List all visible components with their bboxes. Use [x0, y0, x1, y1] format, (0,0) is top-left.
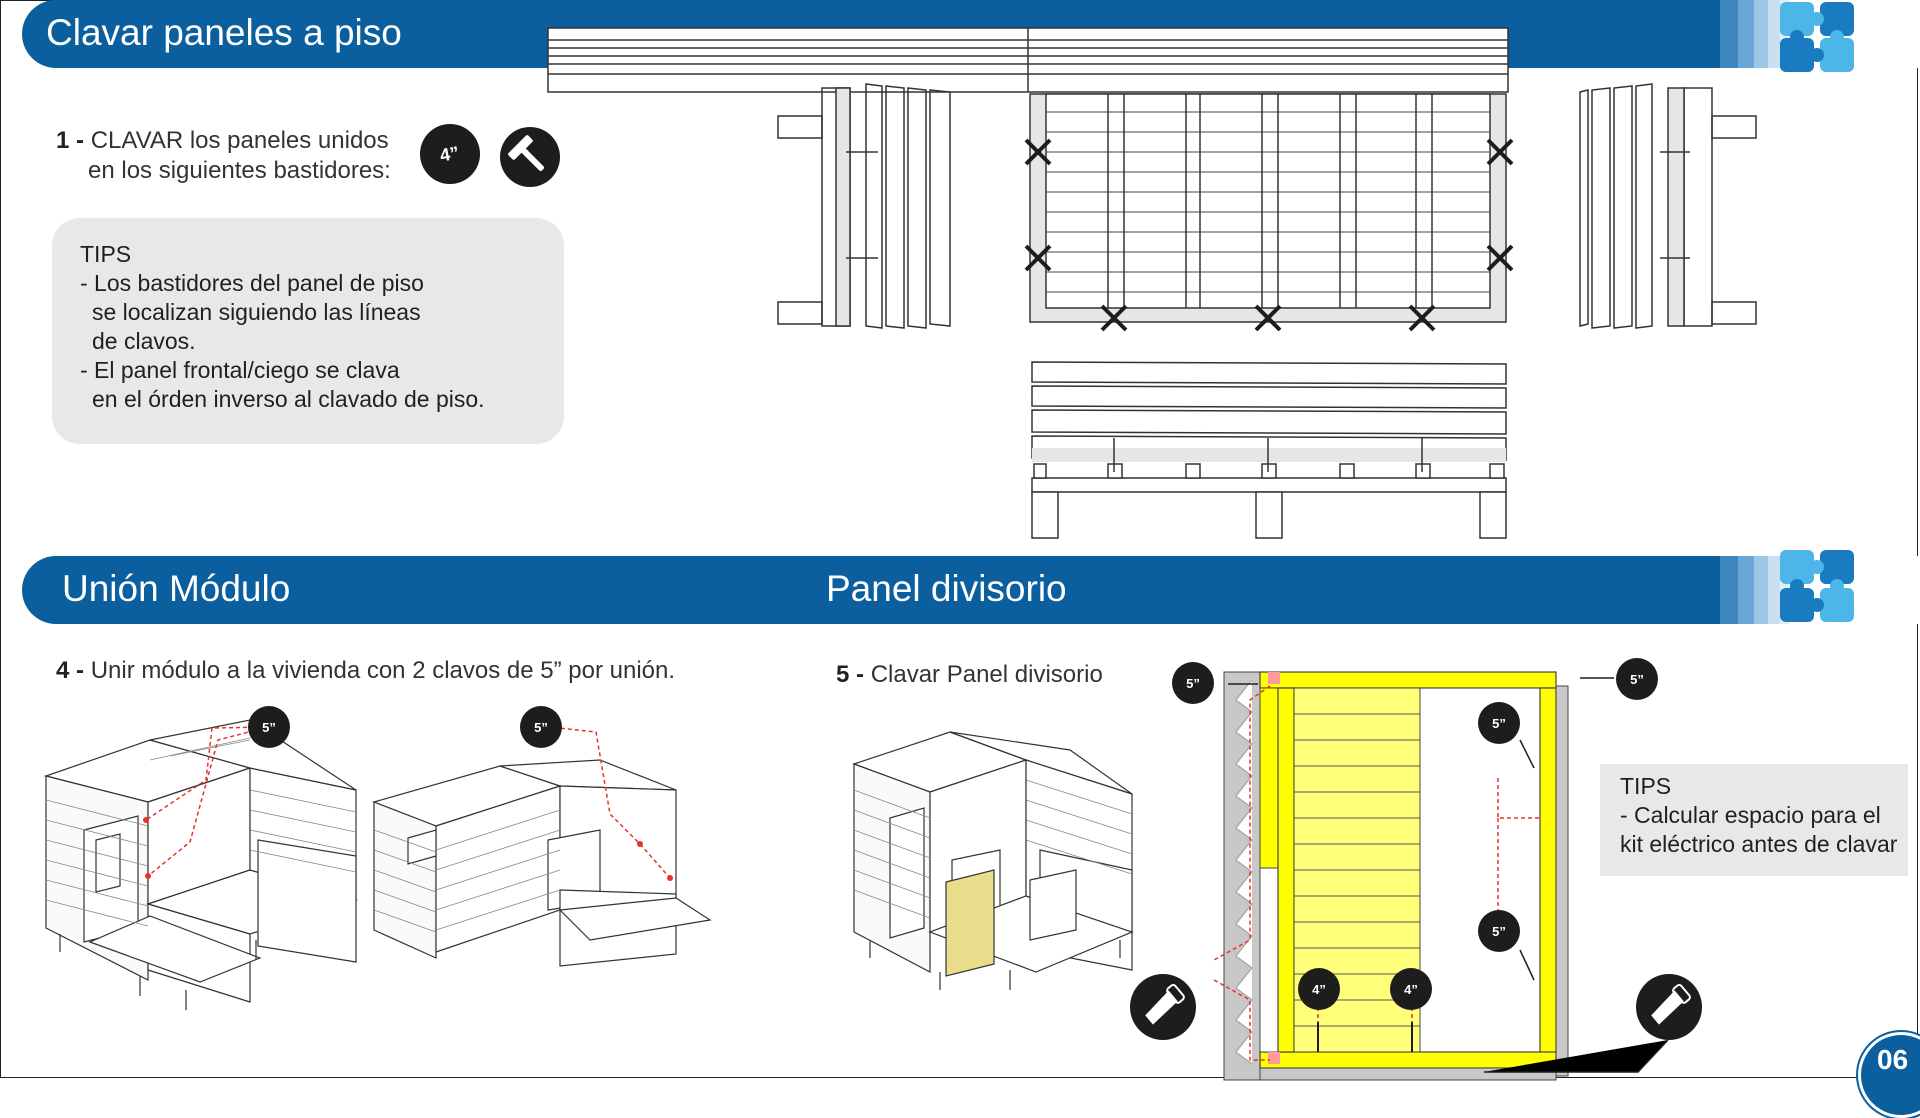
- saw-icon-right: [1636, 974, 1702, 1040]
- step-4: 4 - Unir módulo a la vivienda con 2 clav…: [56, 656, 675, 686]
- plan-nail-4-badge-1: 4”: [1298, 968, 1340, 1010]
- step-5-number: 5 -: [836, 661, 865, 688]
- nail-x-marks: [1024, 138, 1514, 332]
- tips-1-line: se localizan siguiendo las líneas: [92, 299, 421, 325]
- step-1-text: CLAVAR los paneles unidos: [90, 127, 389, 154]
- tips-2-line: kit eléctrico antes de clavar: [1620, 831, 1898, 857]
- step-1-line1: 1 - CLAVAR los paneles unidos: [56, 126, 389, 156]
- nail-5-label: 5”: [534, 719, 548, 735]
- header-bar-bottom: Unión Módulo Panel divisorio: [22, 556, 1762, 624]
- nail-5-badge-a: 5”: [248, 706, 290, 748]
- tips-box-2: TIPS - Calcular espacio para el kit eléc…: [1600, 764, 1908, 876]
- step-1-line2: en los siguientes bastidores:: [88, 157, 391, 184]
- step-1-number: 1 -: [56, 127, 85, 154]
- module-union-diagrams: [43, 719, 712, 1010]
- plan-nail-5-badge-r2: 5”: [1478, 910, 1520, 952]
- saw-icon-left: [1130, 974, 1196, 1040]
- section-title-top: Clavar paneles a piso: [46, 12, 402, 53]
- tips-1-line: - Los bastidores del panel de piso: [80, 270, 424, 296]
- hammer-glyph: [508, 135, 545, 172]
- nail-4-label: 4”: [1312, 981, 1326, 997]
- tips-1-line: en el órden inverso al clavado de piso.: [92, 386, 485, 412]
- tips-1-line: de clavos.: [92, 328, 196, 354]
- step-5: 5 - Clavar Panel divisorio: [836, 660, 1103, 690]
- saw-glyph: [1651, 984, 1691, 1025]
- tips-2-line: - Calcular espacio para el: [1620, 802, 1881, 828]
- step-4-text: Unir módulo a la vivienda con 2 clavos d…: [90, 657, 676, 684]
- nail-5-label: 5”: [262, 719, 276, 735]
- plan-nail-5-badge-tr: 5”: [1616, 658, 1658, 700]
- plan-nail-5-badge-tl: 5”: [1172, 662, 1214, 704]
- section-title-union: Unión Módulo: [62, 568, 291, 609]
- nail-4-label: 4”: [1404, 981, 1418, 997]
- tips-box-1: TIPS - Los bastidores del panel de piso …: [52, 218, 564, 444]
- step-5-text: Clavar Panel divisorio: [870, 661, 1103, 688]
- page-number: 06: [1877, 1044, 1909, 1075]
- nail-guide-lines: [145, 725, 671, 879]
- divider-panel-iso: [852, 731, 1134, 990]
- nail-4-badge: 4”: [420, 124, 480, 184]
- plan-nail-4-badge-2: 4”: [1390, 968, 1432, 1010]
- nail-5-badge-b: 5”: [520, 706, 562, 748]
- tips-2-heading: TIPS: [1620, 773, 1672, 799]
- nail-5-label: 5”: [1630, 671, 1644, 687]
- plan-nail-5-badge-r1: 5”: [1478, 702, 1520, 744]
- tips-1-heading: TIPS: [80, 241, 132, 267]
- nail-5-label: 5”: [1186, 675, 1200, 691]
- puzzle-logo-bottom: [1780, 550, 1854, 622]
- puzzle-logo-top: [1780, 2, 1854, 72]
- divider-panel-plan: [1213, 671, 1669, 1081]
- section-title-panel: Panel divisorio: [826, 568, 1067, 609]
- hammer-icon: [500, 127, 560, 187]
- nail-5-label: 5”: [1492, 715, 1506, 731]
- floor-panel-diagram: [547, 27, 1757, 539]
- step-4-number: 4 -: [56, 657, 85, 684]
- nail-5-label: 5”: [1492, 923, 1506, 939]
- saw-glyph: [1145, 984, 1185, 1025]
- tips-1-line: - El panel frontal/ciego se clava: [80, 357, 400, 383]
